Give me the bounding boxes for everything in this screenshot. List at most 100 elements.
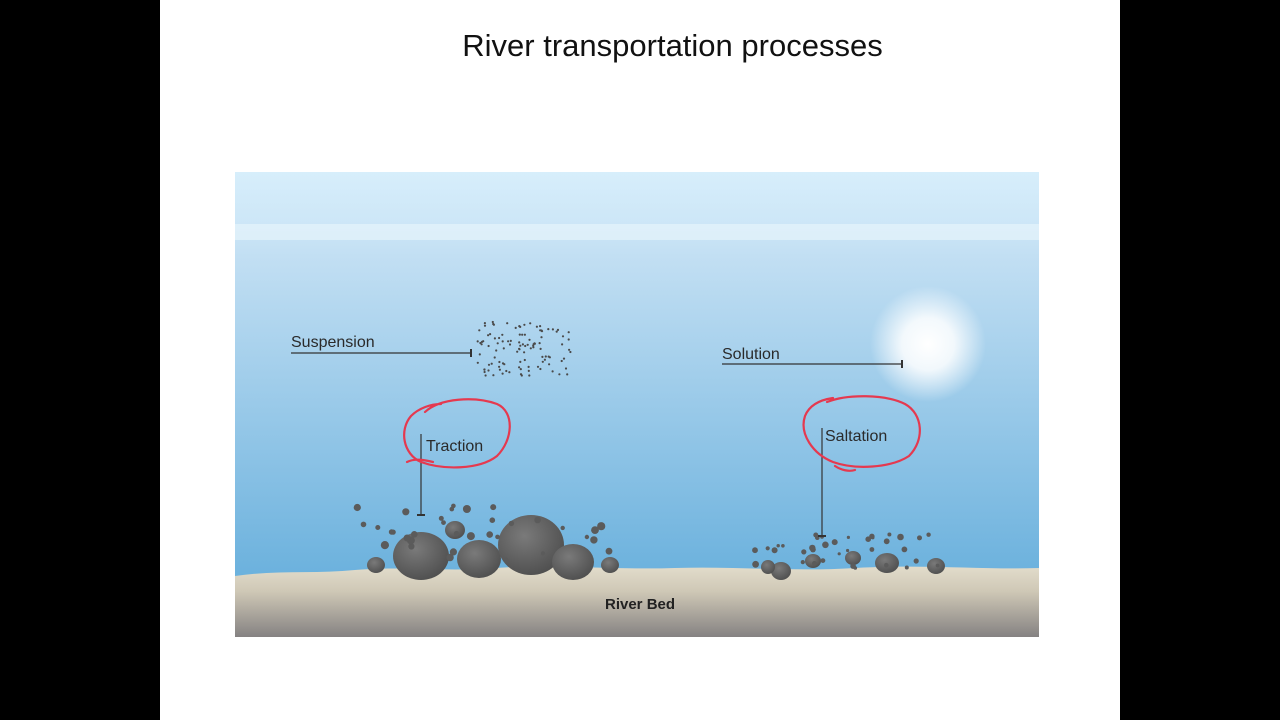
- water-surface-band: [235, 224, 1039, 240]
- suspension-particle: [518, 325, 521, 328]
- small-pebble: [869, 547, 875, 552]
- suspension-particle: [528, 374, 531, 377]
- suspension-particle: [539, 347, 542, 350]
- small-pebble: [884, 562, 889, 568]
- suspension-particle: [527, 365, 530, 368]
- suspension-particle: [547, 355, 550, 358]
- suspension-particle: [492, 322, 495, 326]
- suspension-particle: [561, 343, 564, 346]
- suspension-particle: [523, 358, 526, 362]
- suspension-particle: [516, 350, 519, 353]
- suspension-particle: [551, 370, 554, 373]
- suspension-particle: [547, 328, 550, 331]
- suspension-particle: [519, 360, 522, 363]
- suspension-particle: [540, 336, 543, 339]
- suspension-particle: [535, 325, 538, 328]
- suspension-particle: [502, 347, 505, 350]
- small-pebble: [490, 504, 497, 511]
- boulder: [457, 540, 501, 578]
- suspension-particle: [523, 333, 526, 336]
- traction-sediment: [353, 503, 619, 580]
- suspension-particle: [483, 368, 486, 371]
- suspension-particle: [521, 343, 524, 346]
- suspension-particle: [508, 371, 511, 374]
- suspension-particle: [493, 337, 496, 340]
- small-pebble: [449, 548, 457, 556]
- suspension-particle: [529, 347, 532, 350]
- suspension-particle: [483, 324, 487, 327]
- suspension-particle: [483, 370, 486, 374]
- suspension-particle: [487, 369, 490, 372]
- suspension-particle: [538, 342, 541, 345]
- suspension-particle: [539, 367, 542, 371]
- suspension-particle: [566, 373, 569, 376]
- suspension-particle: [568, 348, 571, 351]
- suspension-particle: [496, 342, 499, 345]
- small-pebble: [408, 543, 415, 550]
- small-pebble: [441, 520, 446, 525]
- boulder: [445, 521, 465, 539]
- label-solution: Solution: [722, 346, 780, 363]
- suspension-particle: [498, 368, 501, 371]
- suspension-particle: [560, 359, 563, 363]
- suspension-particle: [518, 341, 521, 344]
- suspension-particle: [523, 351, 526, 354]
- leader-lines: [291, 349, 903, 537]
- small-pebble: [453, 530, 460, 537]
- river-bed: [235, 566, 1039, 637]
- small-pebble: [403, 534, 411, 542]
- small-pebble: [462, 505, 471, 513]
- suspension-particle: [567, 338, 570, 341]
- small-pebble: [590, 536, 598, 544]
- suspension-particle: [518, 333, 521, 336]
- suspension-particle: [539, 329, 542, 332]
- small-pebble: [591, 526, 599, 534]
- small-pebble: [508, 520, 515, 527]
- suspension-particle: [564, 367, 568, 370]
- small-pebble: [837, 552, 841, 556]
- small-pebble: [605, 547, 613, 555]
- suspension-particle: [524, 344, 527, 348]
- small-pebble: [831, 539, 838, 546]
- suspension-particle: [493, 356, 496, 359]
- suspension-particle: [567, 331, 570, 334]
- suspension-particle: [526, 343, 529, 346]
- pebble: [875, 553, 899, 573]
- suspension-particle: [505, 369, 508, 373]
- suspension-particle: [519, 344, 522, 347]
- suspension-particle: [501, 362, 505, 365]
- suspension-particle: [555, 330, 558, 333]
- boulder: [552, 544, 594, 580]
- small-pebble: [781, 544, 785, 548]
- boulder: [393, 532, 449, 580]
- small-pebble: [800, 560, 805, 565]
- suspension-particle: [501, 340, 504, 343]
- suspension-particle: [556, 328, 560, 331]
- suspension-particle: [480, 340, 484, 343]
- suspension-particle: [478, 329, 481, 332]
- label-traction: Traction: [426, 438, 483, 455]
- suspension-particle: [541, 360, 544, 363]
- pebble: [771, 562, 791, 580]
- suspension-particle: [479, 341, 482, 345]
- small-pebble: [901, 546, 908, 553]
- suspension-particle: [539, 325, 542, 328]
- small-pebble: [752, 560, 759, 568]
- small-pebble: [935, 563, 940, 568]
- suspension-particle: [478, 353, 481, 356]
- suspension-particle: [487, 344, 490, 348]
- suspension-particle: [561, 335, 565, 338]
- small-pebble: [489, 517, 496, 523]
- suspension-particle: [476, 340, 479, 343]
- small-pebble: [869, 533, 875, 539]
- suspension-particle: [498, 360, 501, 364]
- small-pebble: [822, 541, 829, 549]
- suspension-particle: [501, 333, 504, 336]
- small-pebble: [540, 551, 546, 556]
- suspension-particle: [498, 336, 501, 340]
- suspension-particle: [523, 323, 526, 326]
- suspension-particle: [487, 334, 490, 337]
- suspension-particle: [492, 374, 495, 377]
- label-suspension: Suspension: [291, 334, 375, 351]
- slide-title: River transportation processes: [462, 28, 883, 63]
